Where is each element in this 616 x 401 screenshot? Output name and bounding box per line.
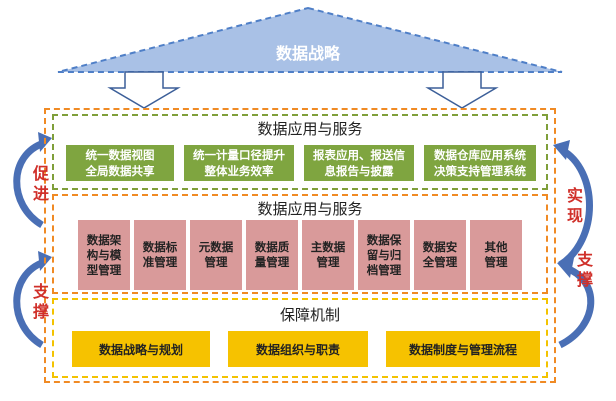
label-support-left: 支 撑 [32, 282, 49, 321]
middle-layer-frame [52, 194, 548, 294]
middle-item-retention: 数据保 留与归 档管理 [358, 220, 410, 290]
right-lower-arrowhead [557, 258, 574, 278]
down-arrow-right [425, 71, 499, 109]
down-arrow-left [107, 71, 181, 109]
right-lower-curve-arrow [558, 264, 595, 349]
top-item-unified-view: 统一数据视图 全局数据共享 [66, 145, 174, 181]
middle-layer-title: 数据应用与服务 [257, 200, 363, 218]
strategy-title: 数据战略 [275, 44, 340, 63]
left-lower-curve-arrow [13, 258, 46, 349]
bottom-layer-title: 保障机制 [279, 306, 340, 324]
top-layer-title: 数据应用与服务 [257, 120, 363, 138]
middle-item-master-data: 主数据 管理 [302, 220, 354, 290]
middle-item-other: 其他 管理 [470, 220, 522, 290]
label-support-right: 支 撑 [576, 250, 593, 289]
bottom-layer-frame [52, 298, 548, 378]
middle-item-architecture: 数据架 构与模 型管理 [78, 220, 130, 290]
top-item-reporting: 报表应用、报送信 息报告与披露 [304, 145, 414, 181]
middle-item-security: 数据安 全管理 [414, 220, 466, 290]
label-realize: 实 现 [566, 186, 583, 225]
strategy-roof [57, 6, 563, 73]
middle-item-metadata: 元数据 管理 [190, 220, 242, 290]
right-upper-curve-arrow [557, 146, 593, 268]
label-promote: 促 进 [32, 164, 49, 203]
right-upper-arrowhead [553, 140, 570, 160]
middle-item-standards: 数据标 准管理 [134, 220, 186, 290]
bottom-item-strategy-planning: 数据战略与规划 [72, 331, 210, 367]
outer-frame [44, 108, 556, 383]
bottom-item-policy-process: 数据制度与管理流程 [386, 331, 540, 367]
left-upper-curve-arrow [13, 139, 46, 229]
bottom-item-organization: 数据组织与职责 [228, 331, 368, 367]
middle-item-quality: 数据质 量管理 [246, 220, 298, 290]
top-item-unified-metrics: 统一计量口径提升 整体业务效率 [184, 145, 294, 181]
top-item-data-warehouse: 数据仓库应用系统 决策支持管理系统 [424, 145, 536, 181]
